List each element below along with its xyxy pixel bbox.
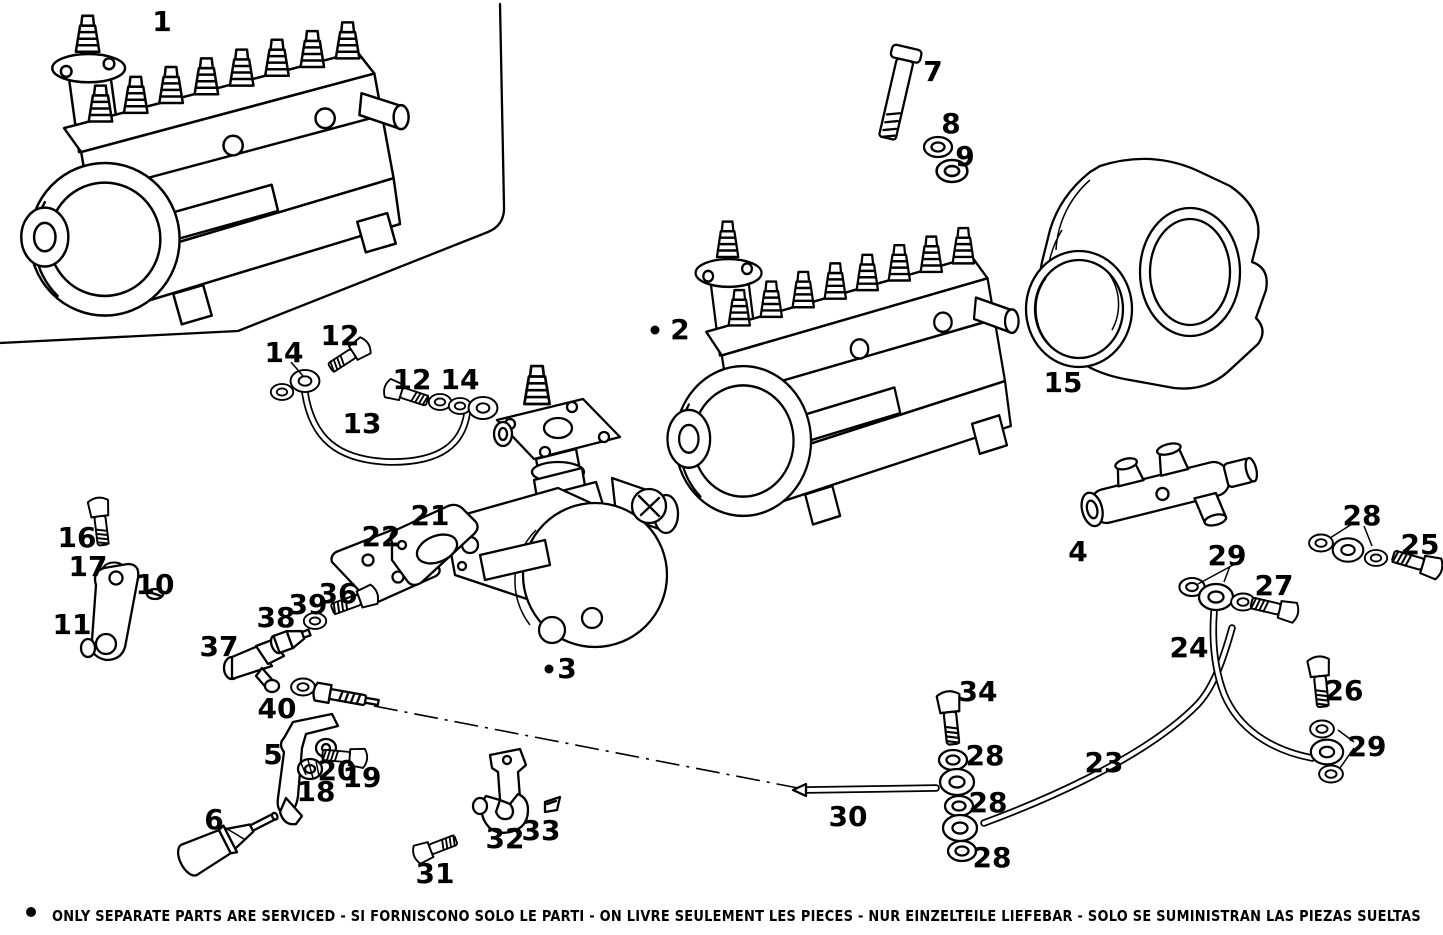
part-label-13: 13 <box>343 407 382 440</box>
fuel-pipe-30 <box>791 782 940 798</box>
part-label-22: 22 <box>362 520 401 553</box>
washer-28a <box>937 748 969 772</box>
part-label-32: 32 <box>486 822 525 855</box>
part-label-26: 26 <box>1325 674 1364 707</box>
washer-28d <box>1308 533 1334 553</box>
washer-29b <box>1309 719 1335 739</box>
bushing-18 <box>296 757 324 781</box>
serviced-marker-dot-3 <box>544 664 554 674</box>
leak-off-pipe-13 <box>301 389 471 466</box>
part-label-12b: 12 <box>393 363 432 396</box>
part-label-10: 10 <box>136 568 175 601</box>
elbow-union-37 <box>222 638 286 694</box>
part-label-39: 39 <box>289 588 328 621</box>
leader-lines <box>223 361 1373 840</box>
serviced-marker-dot-2 <box>650 325 660 335</box>
part-label-14a: 14 <box>265 336 304 369</box>
part-label-28d: 28 <box>973 841 1012 874</box>
link-lever-11 <box>79 562 140 662</box>
part-label-17: 17 <box>69 550 108 583</box>
bolt-7 <box>878 43 923 141</box>
part-label-9: 9 <box>955 140 974 173</box>
inset-boundary <box>0 2 506 345</box>
washer-8 <box>922 135 954 159</box>
clamp-fork-32 <box>471 747 530 834</box>
part-label-18: 18 <box>297 775 336 808</box>
part-label-8: 8 <box>941 107 960 140</box>
part-label-27: 27 <box>1255 569 1294 602</box>
eye-union-14a <box>289 368 321 394</box>
screw-40 <box>312 681 380 707</box>
washer-29c <box>1318 764 1344 784</box>
injection-pump-assembly-2 <box>667 222 1018 525</box>
part-label-1: 1 <box>152 5 171 38</box>
part-label-28a: 28 <box>1343 499 1382 532</box>
part-label-31: 31 <box>416 857 455 890</box>
part-label-40: 40 <box>258 692 297 725</box>
part-label-4: 4 <box>1068 535 1087 568</box>
banjo-eye-24b <box>1309 738 1345 766</box>
part-label-3: 3 <box>557 652 576 685</box>
part-label-6: 6 <box>204 803 223 836</box>
gasket-plate-21 <box>389 503 479 587</box>
banjo-eye-24a <box>1197 582 1235 612</box>
fuel-pipe-24 <box>1209 608 1316 762</box>
part-label-14b: 14 <box>441 363 480 396</box>
stop-lever-bracket-5 <box>276 712 340 826</box>
clip-10 <box>145 587 165 601</box>
part-label-36: 36 <box>319 577 358 610</box>
delivery-valve-38 <box>269 628 312 655</box>
pump-housing-and-ring-15 <box>1024 157 1268 390</box>
wedge-33 <box>543 795 562 814</box>
part-label-5: 5 <box>263 738 282 771</box>
washer-14b1 <box>427 393 453 411</box>
part-label-30: 30 <box>829 800 868 833</box>
part-label-28c: 28 <box>969 786 1008 819</box>
eye-28d <box>1331 537 1365 563</box>
centerline <box>373 705 799 789</box>
part-label-29b: 29 <box>1348 730 1387 763</box>
part-label-25: 25 <box>1401 528 1440 561</box>
part-label-15: 15 <box>1044 366 1083 399</box>
eye-union-14b <box>467 395 499 421</box>
part-label-37: 37 <box>200 630 239 663</box>
part-label-16: 16 <box>58 521 97 554</box>
part-label-34: 34 <box>959 675 998 708</box>
part-label-11: 11 <box>53 608 92 641</box>
washer-28e <box>1363 549 1389 567</box>
adjusting-screw-6 <box>176 811 279 877</box>
washer-14a <box>269 383 295 401</box>
part-label-33: 33 <box>522 814 561 847</box>
part-label-12a: 12 <box>321 319 360 352</box>
part-label-19: 19 <box>343 761 382 794</box>
footer-bullet-icon <box>26 907 36 917</box>
part-label-23: 23 <box>1085 746 1124 779</box>
part-label-21: 21 <box>411 499 450 532</box>
part-label-38: 38 <box>257 601 296 634</box>
seal-ring-15 <box>1024 249 1134 369</box>
part-label-7: 7 <box>923 55 942 88</box>
part-label-24: 24 <box>1170 631 1209 664</box>
pump3-cam-housing <box>521 501 669 649</box>
footer-note: ONLY SEPARATE PARTS ARE SERVICED - SI FO… <box>26 907 1421 925</box>
part-label-28b: 28 <box>966 739 1005 772</box>
part-label-29a: 29 <box>1208 539 1247 572</box>
part-label-20: 20 <box>318 754 357 787</box>
footer-note-text: ONLY SEPARATE PARTS ARE SERVICED - SI FO… <box>52 907 1421 925</box>
injection-pump-assembly-1 <box>21 16 408 324</box>
overflow-valve-4 <box>1080 442 1259 528</box>
part-label-2: 2 <box>670 313 689 346</box>
injection-pump-assembly-3 <box>443 364 680 649</box>
